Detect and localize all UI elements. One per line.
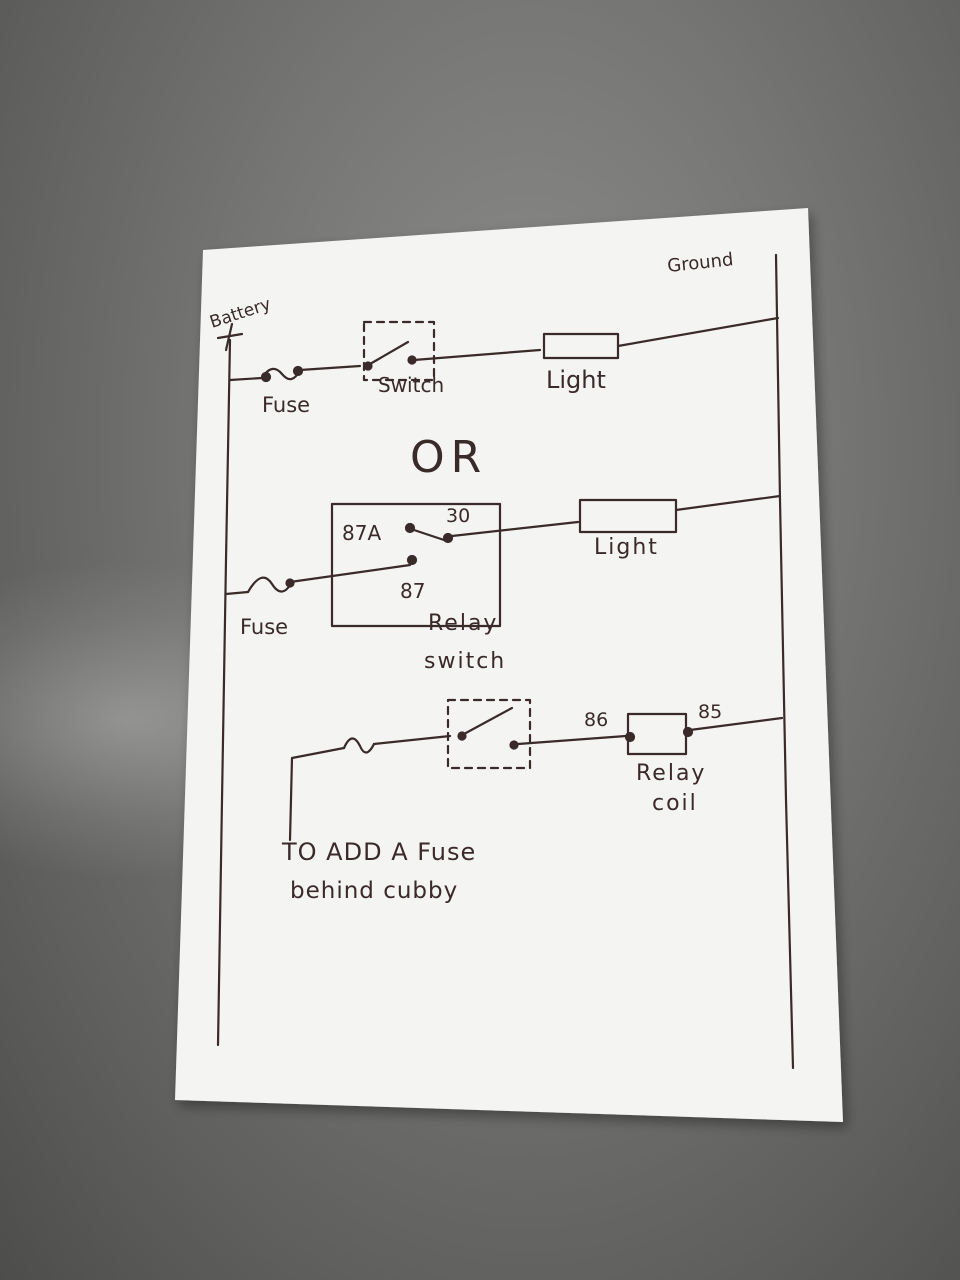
circuit-1 <box>228 316 780 383</box>
fuse-1-symbol <box>260 367 302 381</box>
relay-contact-arm <box>412 528 446 542</box>
fuse-2-label: Fuse <box>240 615 288 639</box>
switch-2-dashed-box <box>446 698 532 770</box>
relay-coil-label-1: Relay <box>636 761 706 786</box>
pin-30-label: 30 <box>446 505 470 527</box>
paper <box>175 208 843 1122</box>
note-line-1: TO ADD A Fuse <box>281 838 476 866</box>
light-2-label: Light <box>594 535 659 560</box>
light-1-label: Light <box>546 366 606 394</box>
fuse-1-label: Fuse <box>262 393 310 417</box>
fuse-3-symbol <box>342 737 376 754</box>
switch-2-blade <box>462 706 514 736</box>
ground-rail <box>774 253 795 1070</box>
note-line-2: behind cubby <box>290 878 458 904</box>
battery-plus-mark <box>216 322 244 352</box>
battery-rail <box>216 338 232 1047</box>
relay-switch-label-1: Relay <box>428 611 498 636</box>
pin-86-label: 86 <box>584 709 608 731</box>
relay-switch-label-2: switch <box>424 649 506 674</box>
fuse-2-symbol <box>246 576 294 594</box>
switch-1-label: Switch <box>378 373 444 397</box>
pin-87a-label: 87A <box>342 521 381 545</box>
switch-1-dashed-box <box>362 320 436 382</box>
relay-coil-label-2: coil <box>652 791 698 816</box>
switch-1-blade <box>368 340 410 366</box>
circuit-2 <box>224 494 782 628</box>
pin-87-label: 87 <box>400 579 425 603</box>
relay-switch-box <box>330 502 502 628</box>
circuit-3 <box>288 698 784 842</box>
light-2-symbol <box>578 498 678 534</box>
pin-85-label: 85 <box>698 701 722 723</box>
or-label: OR <box>410 432 487 483</box>
